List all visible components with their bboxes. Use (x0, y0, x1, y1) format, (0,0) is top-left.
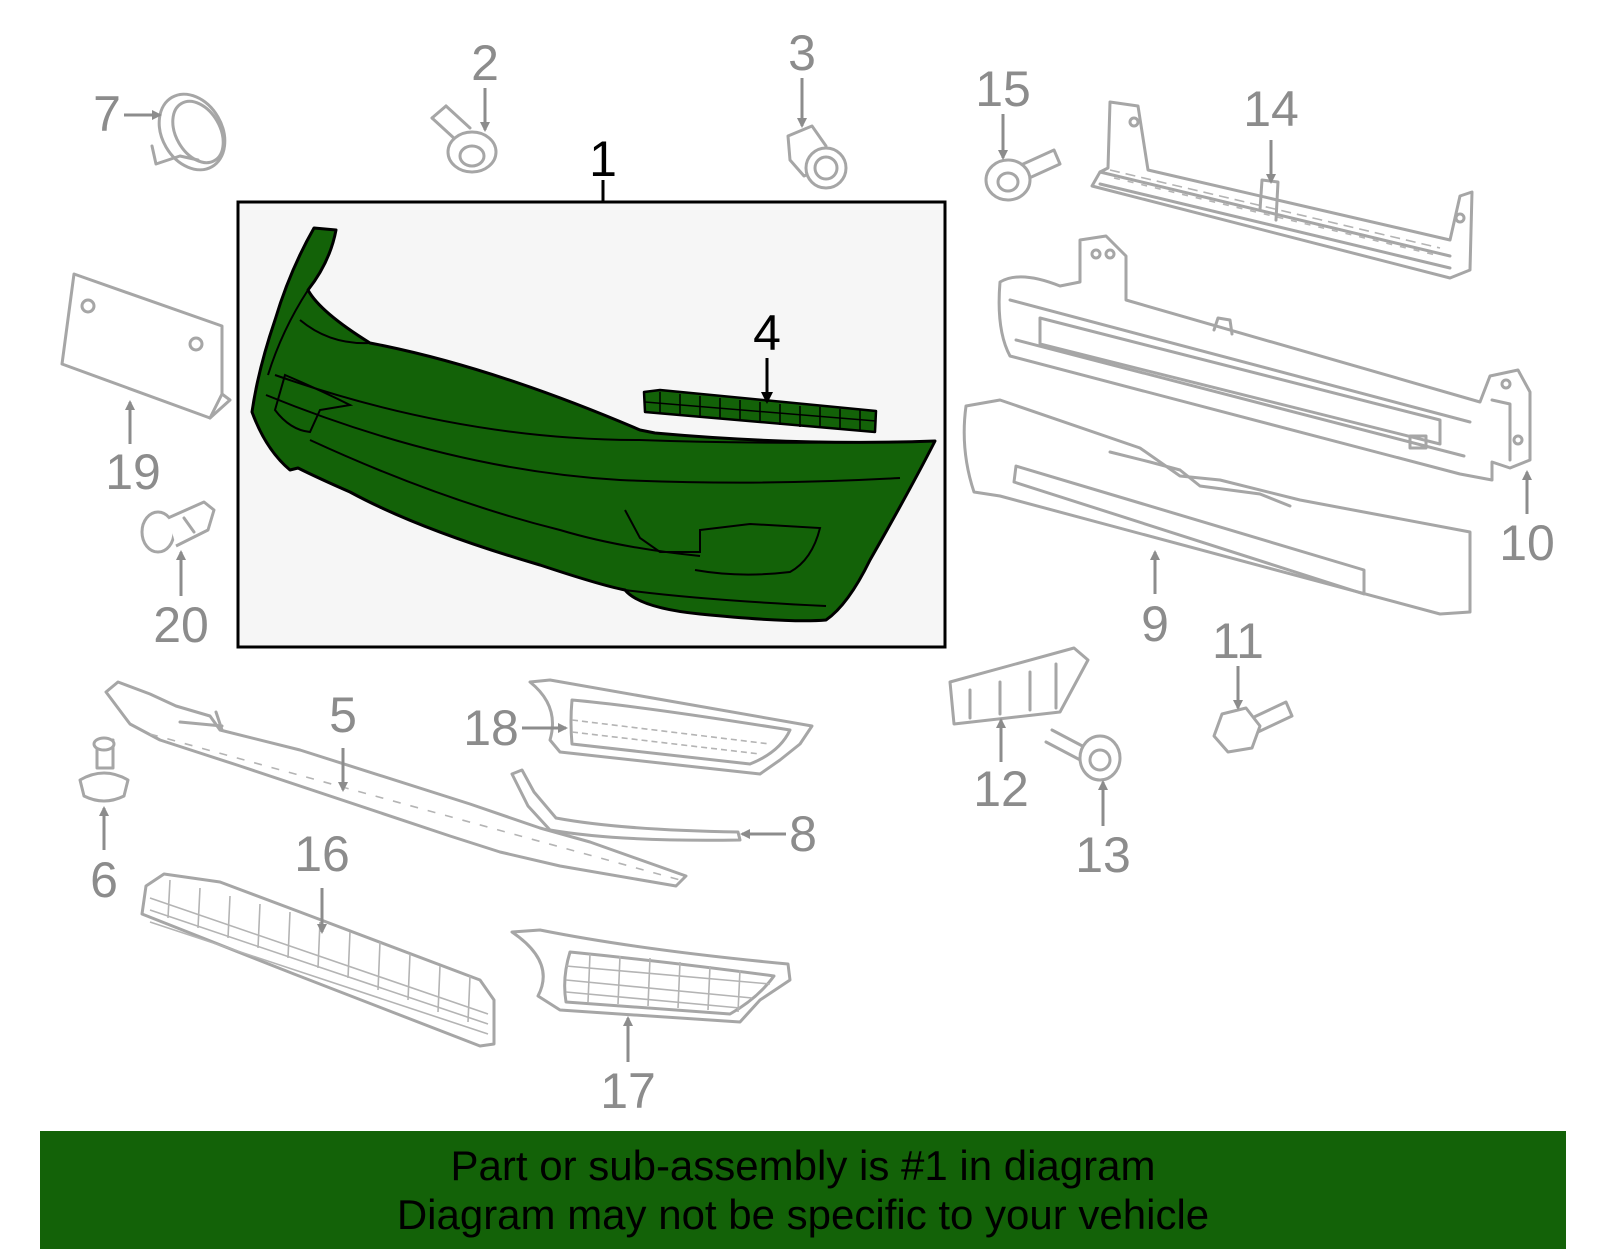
clip-part-7[interactable] (146, 82, 238, 181)
side-bracket-part-12[interactable] (948, 646, 1090, 726)
molding-part-5[interactable] (104, 680, 688, 888)
callout-19: 19 (105, 444, 161, 500)
callout-6: 6 (90, 852, 118, 908)
nut-part-3[interactable] (786, 124, 848, 190)
push-clip-part-20[interactable] (140, 500, 216, 554)
callout-5: 5 (329, 687, 357, 743)
callout-20: 20 (153, 597, 209, 653)
screw-part-13[interactable] (1044, 728, 1122, 782)
bumper-cover-part-1[interactable] (250, 226, 937, 623)
screw-part-2[interactable] (430, 104, 498, 174)
callout-18: 18 (463, 700, 519, 756)
push-pin-part-6[interactable] (78, 736, 130, 803)
callout-14: 14 (1243, 81, 1299, 137)
callout-1: 1 (589, 131, 617, 187)
bolt-part-11[interactable] (1212, 700, 1294, 754)
trim-strip-part-8[interactable] (510, 768, 742, 842)
callout-16: 16 (294, 826, 350, 882)
callout-9: 9 (1141, 596, 1169, 652)
bolt-part-15[interactable] (984, 148, 1062, 202)
callout-11: 11 (1212, 613, 1264, 669)
bumper-bracket-part-4[interactable] (642, 388, 878, 434)
callout-7: 7 (93, 86, 121, 142)
callout-10: 10 (1499, 515, 1555, 571)
bezel-part-18[interactable] (528, 678, 814, 776)
reinforcement-part-10[interactable] (997, 234, 1532, 482)
callout-labels: 1 2 3 4 5 6 7 8 9 10 11 12 13 14 15 16 1… (90, 25, 1555, 1119)
leader-lines (99, 78, 1532, 1062)
info-banner: Part or sub-assembly is #1 in diagram Di… (40, 1131, 1566, 1249)
callout-2: 2 (471, 35, 499, 91)
callout-17: 17 (600, 1063, 656, 1119)
banner-line-1: Part or sub-assembly is #1 in diagram (450, 1142, 1156, 1189)
callout-15: 15 (975, 61, 1031, 117)
callout-12: 12 (973, 761, 1029, 817)
banner-line-2: Diagram may not be specific to your vehi… (396, 1191, 1210, 1238)
lower-grille-part-16[interactable] (140, 872, 496, 1048)
callout-8: 8 (789, 806, 817, 862)
fog-grille-part-17[interactable] (510, 928, 792, 1024)
absorber-part-9[interactable] (962, 398, 1472, 616)
callout-3: 3 (788, 25, 816, 81)
callout-4: 4 (753, 305, 781, 361)
callout-13: 13 (1075, 827, 1131, 883)
plate-bracket-part-19[interactable] (60, 272, 232, 420)
bracket-part-14[interactable] (1090, 100, 1474, 280)
